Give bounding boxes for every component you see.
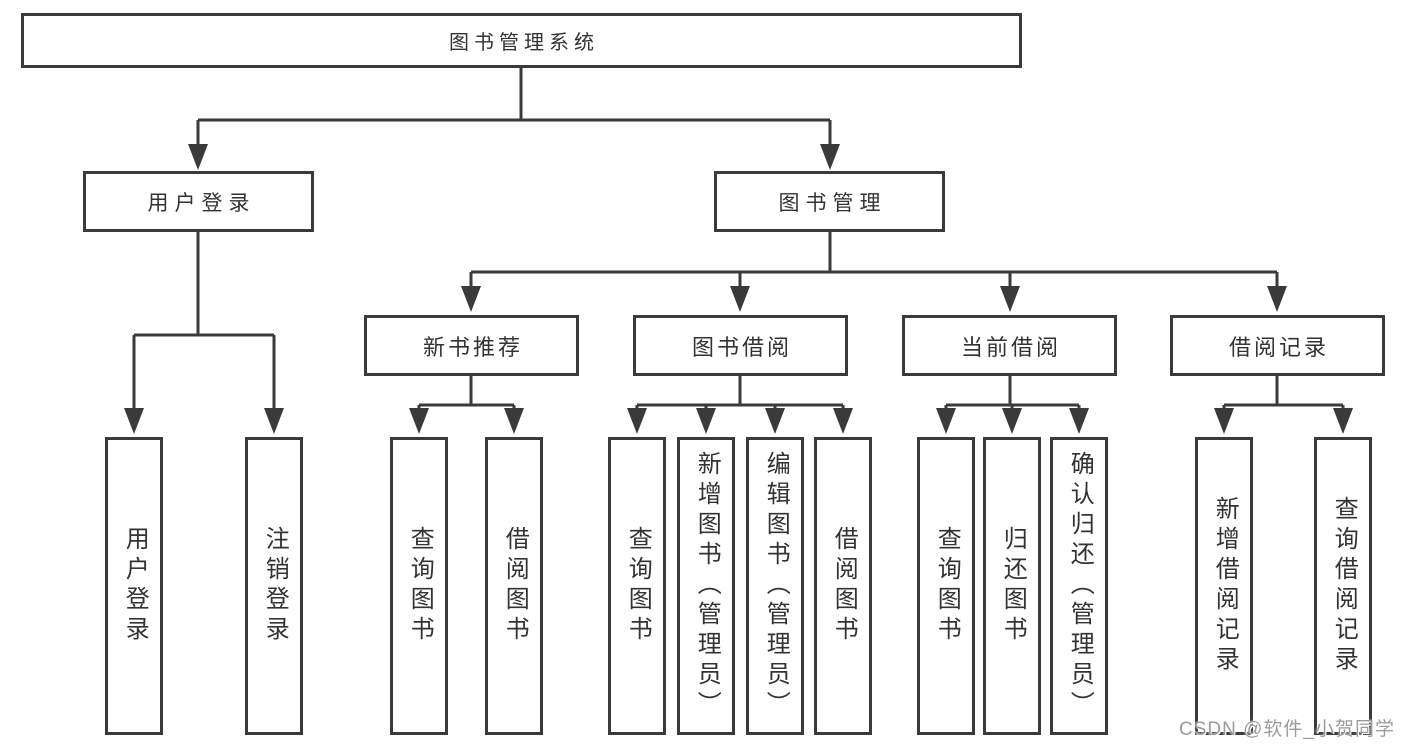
node-label: 新增图书（管理员） [693,451,721,721]
node-label: 用户登录 [121,526,149,646]
leaf-borrow-books-recommend: 借阅图书 [485,437,543,735]
node-label: 借阅记录 [1228,334,1329,360]
node-label: 查询图书 [406,526,434,646]
node-new-book-recommendation: 新书推荐 [364,315,579,376]
leaf-query-books-recommend: 查询图书 [390,437,448,735]
node-label: 新增借阅记录 [1211,496,1239,676]
node-borrowing-records: 借阅记录 [1170,315,1385,376]
node-label: 查询图书 [933,526,961,646]
node-current-borrowing: 当前借阅 [902,315,1117,376]
leaf-user-login: 用户登录 [105,437,163,735]
node-label: 图书管理 [778,191,887,215]
arrowheads [124,144,1353,434]
node-user-login: 用户登录 [83,171,314,232]
leaf-logout: 注销登录 [245,437,303,735]
node-library-management-system: 图书管理系统 [21,13,1022,68]
node-label: 编辑图书（管理员） [762,451,790,721]
node-label: 图书管理系统 [449,32,599,54]
node-label: 借阅图书 [501,526,529,646]
leaf-return-books: 归还图书 [983,437,1041,735]
leaf-add-books-admin: 新增图书（管理员） [677,437,735,735]
leaf-add-borrow-record: 新增借阅记录 [1195,437,1253,735]
node-label: 新书推荐 [422,334,523,360]
leaf-edit-books-admin: 编辑图书（管理员） [746,437,804,735]
node-label: 图书借阅 [691,334,792,360]
node-label: 查询借阅记录 [1330,496,1358,676]
node-label: 确认归还（管理员） [1066,451,1094,721]
node-label: 注销登录 [261,526,289,646]
node-label: 借阅图书 [830,526,858,646]
leaf-query-books-borrow: 查询图书 [608,437,666,735]
leaf-borrow-books: 借阅图书 [814,437,872,735]
leaf-confirm-return-admin: 确认归还（管理员） [1050,437,1108,735]
node-label: 归还图书 [999,526,1027,646]
node-label: 查询图书 [624,526,652,646]
leaf-query-books-current: 查询图书 [917,437,975,735]
leaf-query-borrow-record: 查询借阅记录 [1314,437,1372,735]
node-book-management: 图书管理 [714,171,945,232]
node-label: 当前借阅 [960,334,1061,360]
node-label: 用户登录 [147,191,256,215]
watermark-text: CSDN @软件_小贺同学 [1179,719,1395,740]
node-book-borrowing: 图书借阅 [633,315,848,376]
